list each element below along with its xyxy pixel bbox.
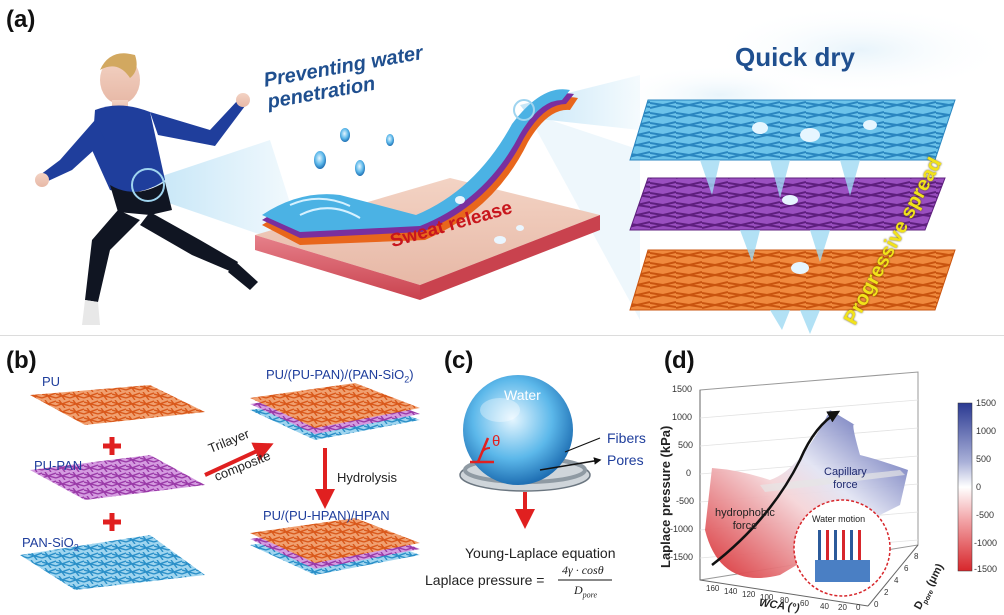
equation-den-sub: pore — [582, 590, 598, 600]
trilayer-title-main: PU/(PU-PAN)/(PAN-SiO — [266, 367, 405, 382]
label-water-motion: Water motion — [812, 514, 866, 524]
colorbar-tick: 1000 — [976, 426, 997, 436]
label-fibers: Fibers — [607, 430, 646, 446]
skin-fabric-illustration — [255, 89, 600, 300]
mesh-pu — [30, 385, 205, 425]
panel-label-b: (b) — [6, 347, 37, 374]
label-pan-sio2-main: PAN-SiO — [22, 535, 74, 550]
x-tick: 0 — [856, 603, 861, 612]
panel-label-d: (d) — [664, 347, 695, 374]
x-tick: 20 — [838, 603, 847, 612]
pores-pointer — [539, 457, 602, 471]
y-tick: 6 — [904, 564, 909, 573]
label-equation-den: Dpore — [574, 583, 597, 599]
runner-illustration — [35, 53, 258, 325]
z-tick: -500 — [676, 496, 695, 506]
z-tick: -1500 — [670, 552, 694, 562]
panel-d — [699, 371, 973, 607]
label-final-title: PU/(PU-HPAN)/HPAN — [263, 508, 390, 523]
label-pan-sio2-sub: 2 — [73, 542, 79, 553]
mesh-final — [250, 518, 420, 563]
label-equation-num: 4γ · cosθ — [562, 563, 604, 577]
label-pores: Pores — [607, 452, 644, 468]
y-tick: 0 — [874, 600, 879, 609]
trilayer-title-sub: 2 — [404, 374, 410, 385]
colorbar-tick: -1500 — [974, 564, 998, 574]
water-droplet-large — [463, 375, 573, 485]
colorbar — [957, 402, 973, 572]
water-droplet — [314, 151, 326, 169]
label-hydrolysis: Hydrolysis — [337, 470, 397, 485]
label-theta: θ — [492, 433, 501, 450]
z-axis-label: Laplace pressure (kPa) — [658, 425, 673, 568]
label-trilayer-title: PU/(PU-PAN)/(PAN-SiO2) — [266, 367, 414, 385]
panel-label-a: (a) — [6, 6, 36, 33]
mesh-pu-pan — [30, 455, 205, 500]
label-pu-pan: PU-PAN — [34, 458, 83, 473]
label-water: Water — [504, 387, 541, 403]
panel-label-c: (c) — [444, 347, 474, 374]
z-tick: -1000 — [670, 524, 694, 534]
colorbar-tick: -1000 — [974, 538, 998, 548]
colorbar-tick: 1500 — [976, 398, 997, 408]
x-tick: 100 — [760, 593, 774, 602]
plus-icon — [103, 437, 121, 455]
x-tick: 120 — [742, 590, 756, 599]
x-tick: 40 — [820, 602, 829, 611]
label-hydrophobic-force: hydrophobic force — [715, 507, 775, 532]
trilayer-arrow — [204, 442, 274, 477]
headline-quick-dry: Quick dry — [735, 42, 855, 72]
fiber-layers-illustration — [629, 99, 956, 334]
label-capillary-force: Capillary force — [824, 466, 867, 491]
pressure-surface — [705, 410, 908, 578]
zoom-circle-body — [131, 168, 165, 202]
z-tick: 1000 — [672, 412, 693, 422]
z-tick: 1500 — [672, 384, 693, 394]
row-divider — [0, 335, 1004, 336]
panel-b — [20, 383, 420, 590]
x-tick: 160 — [706, 584, 720, 593]
colorbar-tick: 0 — [976, 482, 982, 492]
panel-c — [459, 375, 612, 581]
colorbar-tick: -500 — [976, 510, 995, 520]
x-tick: 140 — [724, 587, 738, 596]
plus-icon — [103, 513, 121, 531]
label-equation-title: Young-Laplace equation — [465, 545, 616, 561]
colorbar-tick: 500 — [976, 454, 992, 464]
y-tick: 2 — [884, 588, 889, 597]
x-tick: 60 — [800, 599, 809, 608]
mesh-pan-sio2 — [20, 535, 205, 590]
mesh-trilayer — [250, 383, 420, 428]
zoom-circle-fabric — [513, 99, 535, 121]
trilayer-title-end: ) — [409, 367, 414, 382]
force-curve-arrow — [711, 410, 841, 566]
x-tick: 80 — [780, 596, 789, 605]
label-pan-sio2: PAN-SiO2 — [22, 535, 79, 553]
panel-a — [35, 5, 1004, 334]
zoom-beam-right — [520, 75, 640, 130]
y-tick: 8 — [914, 552, 919, 561]
label-equation-lhs: Laplace pressure = — [425, 572, 545, 588]
equation-den-main: D — [574, 583, 583, 597]
inset-bars — [815, 530, 870, 582]
label-pu: PU — [42, 374, 61, 389]
y-tick: 4 — [894, 576, 899, 585]
fibers-pointer — [564, 437, 601, 453]
z-tick: 0 — [686, 468, 692, 478]
z-tick: 500 — [678, 440, 694, 450]
